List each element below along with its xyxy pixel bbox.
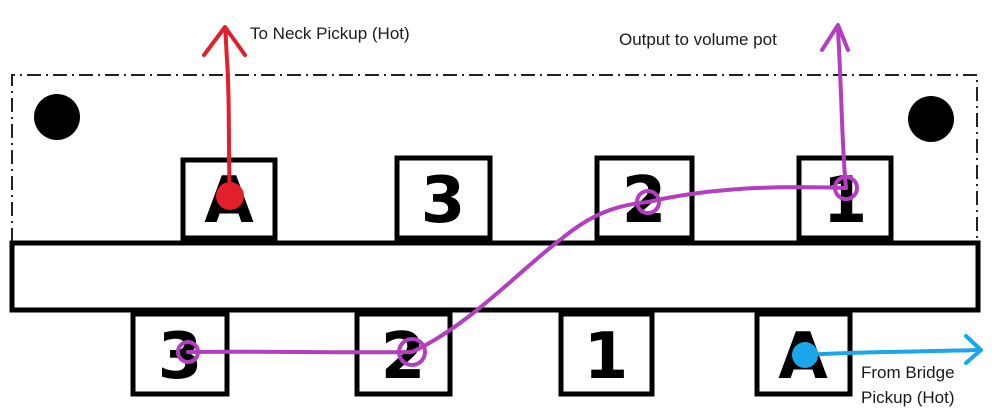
neck-pickup-wire <box>202 25 247 210</box>
switch-housing-outline <box>11 74 978 242</box>
bridge-annotation-line1: From Bridge <box>861 363 955 382</box>
bottom-terminal-2-label: 2 <box>381 320 426 394</box>
top-terminal-3: 3 <box>394 155 493 241</box>
bridge-annotation-line2: Pickup (Hot) <box>861 388 955 407</box>
mounting-hole-left <box>34 94 80 140</box>
bottom-terminal-1-label: 1 <box>584 320 629 394</box>
neck-pickup-annotation: To Neck Pickup (Hot) <box>250 24 410 43</box>
top-terminal-3-label: 3 <box>421 164 466 238</box>
output-wire <box>176 23 859 367</box>
bridge-pickup-wire <box>792 334 983 368</box>
switch-body-bar <box>9 240 981 313</box>
bottom-terminal-1: 1 <box>558 311 655 397</box>
output-annotation: Output to volume pot <box>619 30 777 49</box>
mounting-hole-right <box>908 96 954 142</box>
